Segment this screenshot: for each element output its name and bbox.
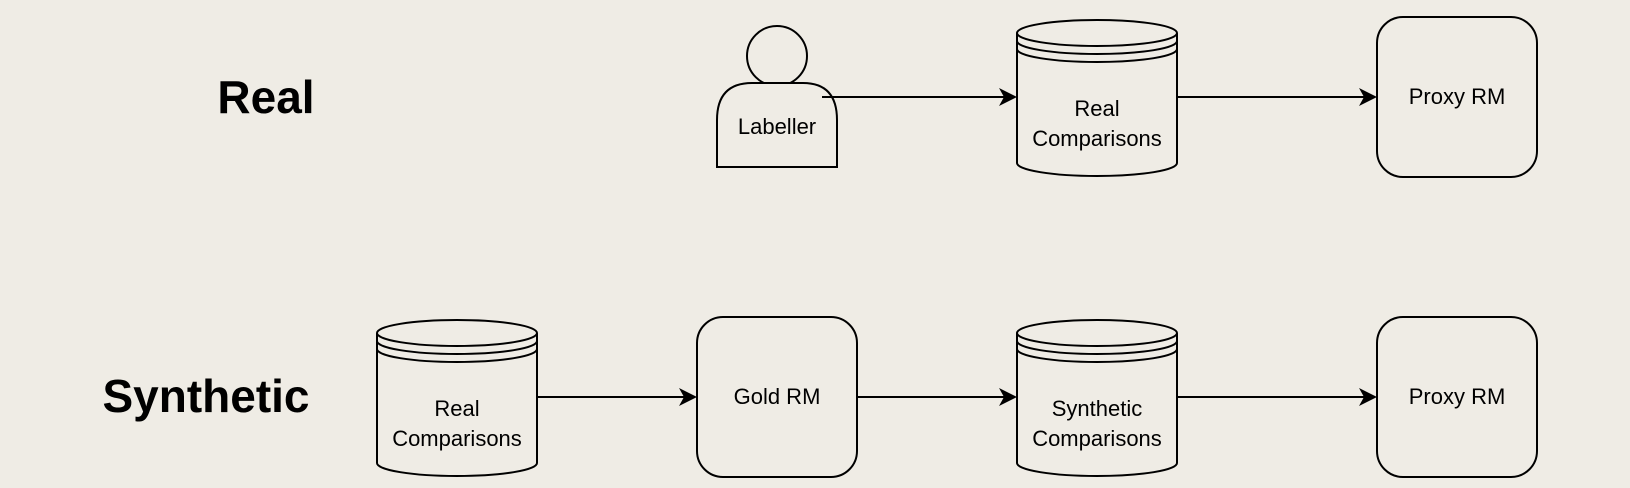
gold-rm-node: Gold RM <box>696 316 858 478</box>
person-icon <box>716 25 838 168</box>
gold-rm-label: Gold RM <box>734 384 821 409</box>
row-label-synthetic: Synthetic <box>102 370 309 422</box>
real-comparisons-bottom-label-line1: Real <box>434 396 479 421</box>
labeller-node: Labeller <box>716 25 838 168</box>
edge-real-comparisons-to-proxy-rm-top <box>1177 88 1377 106</box>
edge-gold-rm-to-synthetic-comparisons <box>857 388 1017 406</box>
edge-synthetic-comparisons-to-proxy-rm-bottom <box>1177 388 1377 406</box>
edge-labeller-to-real-comparisons <box>822 88 1017 106</box>
real-comparisons-bottom-node: Real Comparisons <box>376 319 538 477</box>
synthetic-comparisons-label-line2: Comparisons <box>1032 426 1162 451</box>
proxy-rm-top-node: Proxy RM <box>1376 16 1538 178</box>
proxy-rm-bottom-label: Proxy RM <box>1409 384 1506 409</box>
synthetic-comparisons-node: Synthetic Comparisons <box>1016 319 1178 477</box>
labeller-label: Labeller <box>738 114 816 139</box>
real-comparisons-top-label-line2: Comparisons <box>1032 126 1162 151</box>
proxy-rm-top-label: Proxy RM <box>1409 84 1506 109</box>
proxy-rm-bottom-node: Proxy RM <box>1376 316 1538 478</box>
real-comparisons-top-label-line1: Real <box>1074 96 1119 121</box>
row-label-real: Real <box>217 71 314 123</box>
database-icon <box>1016 19 1178 177</box>
edge-real-comparisons-to-gold-rm <box>537 388 697 406</box>
real-comparisons-top-node: Real Comparisons <box>1016 19 1178 177</box>
database-icon <box>1016 319 1178 477</box>
database-icon <box>376 319 538 477</box>
real-comparisons-bottom-label-line2: Comparisons <box>392 426 522 451</box>
synthetic-comparisons-label-line1: Synthetic <box>1052 396 1143 421</box>
